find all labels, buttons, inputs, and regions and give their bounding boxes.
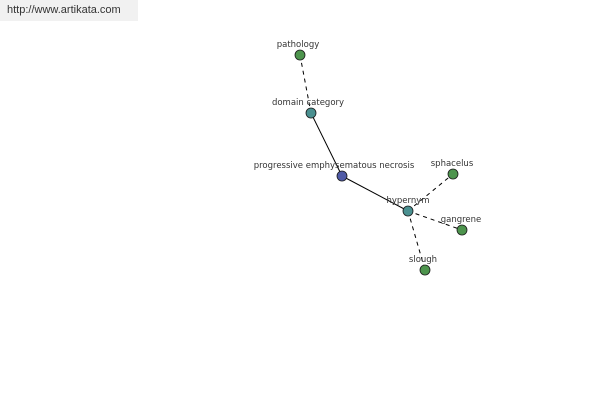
- node-slough[interactable]: [419, 264, 431, 276]
- edge-pathology-domain-category: [299, 54, 312, 114]
- node-domain-category[interactable]: [305, 107, 317, 119]
- node-label-center[interactable]: progressive emphysematous necrosis: [254, 161, 415, 171]
- node-pathology[interactable]: [294, 49, 306, 61]
- edge-center-hypernym: [341, 175, 409, 212]
- node-center[interactable]: [336, 170, 348, 182]
- node-label-gangrene[interactable]: gangrene: [441, 215, 482, 225]
- node-hypernym[interactable]: [402, 205, 414, 217]
- node-label-sphacelus[interactable]: sphacelus: [431, 159, 474, 169]
- site-watermark[interactable]: http://www.artikata.com: [0, 0, 138, 21]
- node-label-pathology[interactable]: pathology: [277, 40, 320, 50]
- node-label-domain-category[interactable]: domain category: [272, 98, 344, 108]
- node-label-slough[interactable]: slough: [409, 255, 437, 265]
- node-label-hypernym[interactable]: hypernym: [386, 196, 429, 206]
- edge-hypernym-sphacelus: [407, 173, 454, 212]
- edge-domain-category-center: [310, 112, 343, 177]
- edge-hypernym-gangrene: [407, 210, 463, 231]
- node-sphacelus[interactable]: [447, 168, 459, 180]
- node-gangrene[interactable]: [456, 224, 468, 236]
- edge-hypernym-slough: [407, 210, 426, 271]
